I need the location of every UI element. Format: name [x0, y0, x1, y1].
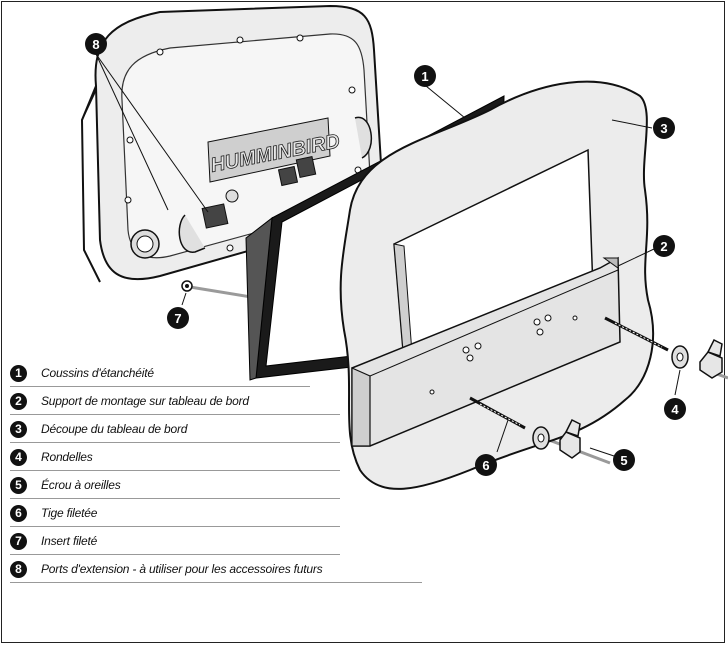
- svg-text:6: 6: [482, 458, 489, 473]
- legend-label: Support de montage sur tableau de bord: [41, 394, 249, 408]
- callout-8: 8: [85, 33, 107, 55]
- legend-label: Écrou à oreilles: [41, 478, 121, 492]
- callout-4: 4: [664, 398, 686, 420]
- legend-number: 3: [10, 420, 27, 438]
- legend-number: 6: [10, 504, 27, 522]
- callout-2: 2: [653, 235, 675, 257]
- legend-divider: [10, 498, 340, 499]
- legend-label: Coussins d'étanchéité: [41, 366, 154, 380]
- callout-6: 6: [475, 454, 497, 476]
- legend-divider: [10, 386, 310, 387]
- legend-divider: [10, 414, 340, 415]
- svg-text:1: 1: [421, 69, 428, 84]
- legend-number: 2: [10, 392, 27, 410]
- svg-text:7: 7: [174, 311, 181, 326]
- svg-text:2: 2: [660, 239, 667, 254]
- legend-divider: [10, 582, 422, 583]
- wing-nuts: [559, 338, 723, 459]
- legend-divider: [10, 470, 340, 471]
- legend-label: Ports d'extension - à utiliser pour les …: [41, 562, 323, 576]
- leader-lines: [95, 53, 681, 459]
- parts-legend: 1 Coussins d'étanchéité 2 Support de mon…: [10, 359, 430, 583]
- svg-text:4: 4: [671, 402, 679, 417]
- legend-number: 5: [10, 476, 27, 494]
- legend-item-8: 8 Ports d'extension - à utiliser pour le…: [10, 555, 430, 583]
- legend-number: 4: [10, 448, 27, 466]
- legend-divider: [10, 526, 340, 527]
- legend-item-5: 5 Écrou à oreilles: [10, 471, 430, 499]
- legend-item-4: 4 Rondelles: [10, 443, 430, 471]
- callout-7: 7: [167, 307, 189, 329]
- mounting-bracket: [351, 256, 621, 447]
- callout-3: 3: [653, 117, 675, 139]
- legend-number: 8: [10, 560, 27, 578]
- callout-1: 1: [414, 65, 436, 87]
- legend-number: 1: [10, 364, 27, 382]
- svg-text:3: 3: [660, 121, 667, 136]
- legend-label: Tige filetée: [41, 506, 98, 520]
- legend-label: Découpe du tableau de bord: [41, 422, 188, 436]
- legend-divider: [10, 554, 340, 555]
- svg-text:8: 8: [92, 37, 99, 52]
- legend-item-1: 1 Coussins d'étanchéité: [10, 359, 430, 387]
- legend-label: Rondelles: [41, 450, 93, 464]
- callout-5: 5: [613, 449, 635, 471]
- legend-label: Insert fileté: [41, 534, 98, 548]
- svg-text:5: 5: [620, 453, 627, 468]
- legend-item-3: 3 Découpe du tableau de bord: [10, 415, 430, 443]
- legend-divider: [10, 442, 340, 443]
- legend-item-2: 2 Support de montage sur tableau de bord: [10, 387, 430, 415]
- legend-item-7: 7 Insert fileté: [10, 527, 430, 555]
- legend-item-6: 6 Tige filetée: [10, 499, 430, 527]
- legend-number: 7: [10, 532, 27, 550]
